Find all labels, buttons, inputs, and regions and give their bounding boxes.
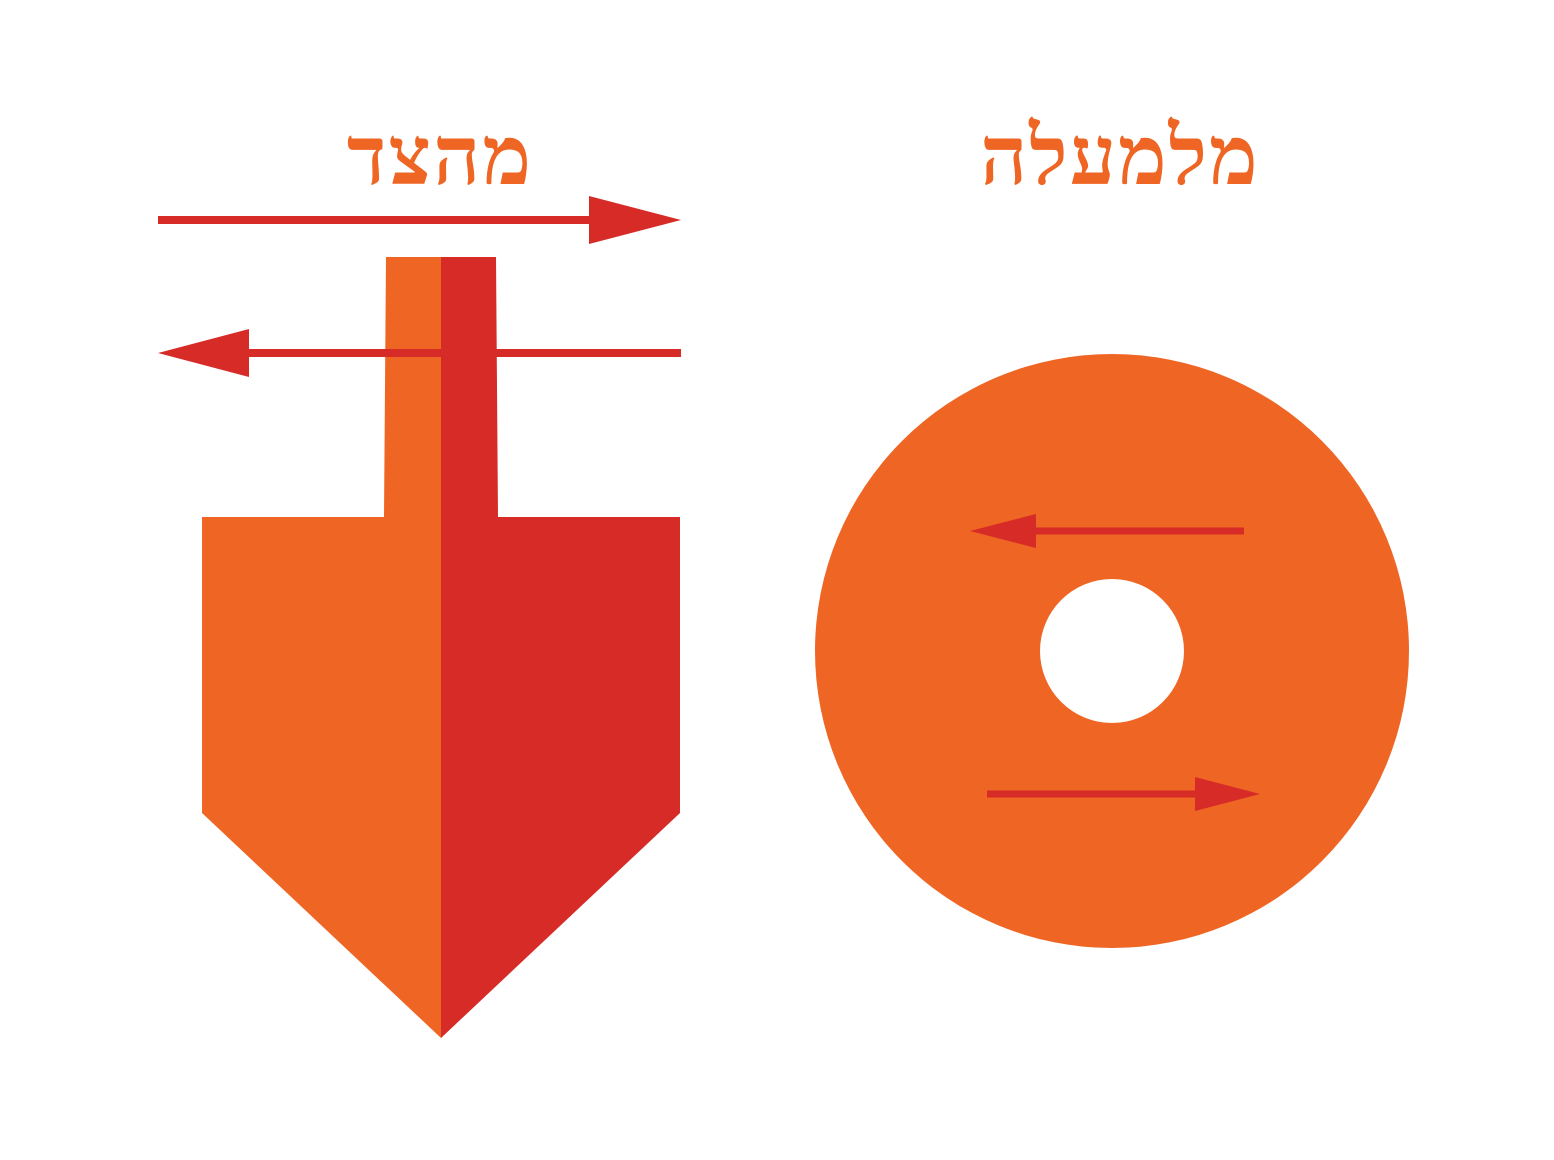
- top-left-half: [202, 257, 441, 1038]
- side-view-title: מהצד: [346, 109, 534, 204]
- arrow-head-left: [970, 514, 1036, 548]
- center-hole: [1040, 579, 1184, 723]
- arrow-left-top-view: [970, 514, 1244, 548]
- arrow-head-right: [589, 196, 681, 244]
- arrow-left-side-view: [158, 329, 681, 377]
- top-right-half: [441, 257, 680, 1038]
- arrow-head-right: [1195, 777, 1260, 811]
- top-view-figure: [815, 354, 1409, 948]
- arrow-right-top-view: [987, 777, 1260, 811]
- side-view-figure: [158, 196, 681, 1038]
- top-view-title: מלמעלה: [980, 109, 1260, 204]
- arrow-head-left: [158, 329, 249, 377]
- arrow-right-side-view: [158, 196, 681, 244]
